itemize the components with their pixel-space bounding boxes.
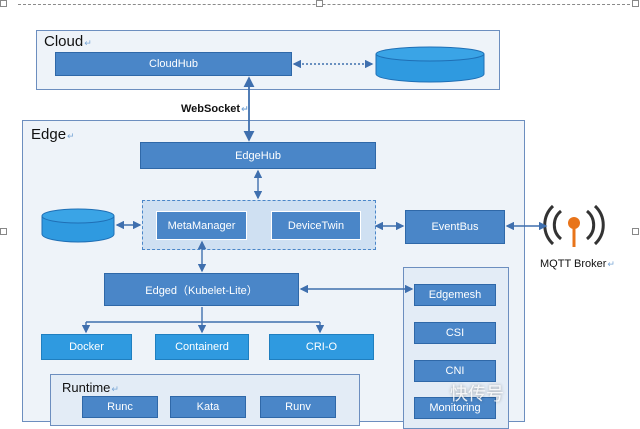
watermark-text: 快传号 — [450, 384, 504, 404]
edge-region-label: Edge↵ — [31, 126, 75, 143]
eventbus-box: EventBus — [405, 210, 505, 244]
wireless-broadcast-icon — [543, 204, 605, 247]
resize-handle-top-center[interactable] — [316, 0, 323, 7]
runtime-region-label: Runtime↵ — [62, 380, 119, 395]
edgehub-box: EdgeHub — [140, 142, 376, 169]
docker-box: Docker — [41, 334, 132, 360]
cloud-database-icon — [375, 46, 485, 83]
selection-frame-top — [18, 4, 630, 5]
resize-handle-top-right[interactable] — [632, 0, 639, 7]
resize-handle-middle-left[interactable] — [0, 228, 7, 235]
edged-box: Edged（Kubelet-Lite） — [104, 273, 299, 306]
csi-box: CSI — [414, 322, 496, 344]
edgemesh-box: Edgemesh — [414, 284, 496, 306]
devicetwin-box: DeviceTwin — [271, 211, 361, 240]
resize-handle-middle-right[interactable] — [632, 228, 639, 235]
cloud-region-label: Cloud↵ — [44, 33, 92, 50]
containerd-box: Containerd — [155, 334, 249, 360]
crio-box: CRI-O — [269, 334, 374, 360]
metamanager-box: MetaManager — [156, 211, 247, 240]
connector-lines — [81, 59, 548, 334]
resize-handle-top-left[interactable] — [0, 0, 7, 7]
edge-database-icon — [41, 208, 115, 243]
cloudhub-box: CloudHub — [55, 52, 292, 76]
mqtt-broker-label: MQTT Broker↵ — [540, 258, 615, 270]
cni-box: CNI — [414, 360, 496, 382]
